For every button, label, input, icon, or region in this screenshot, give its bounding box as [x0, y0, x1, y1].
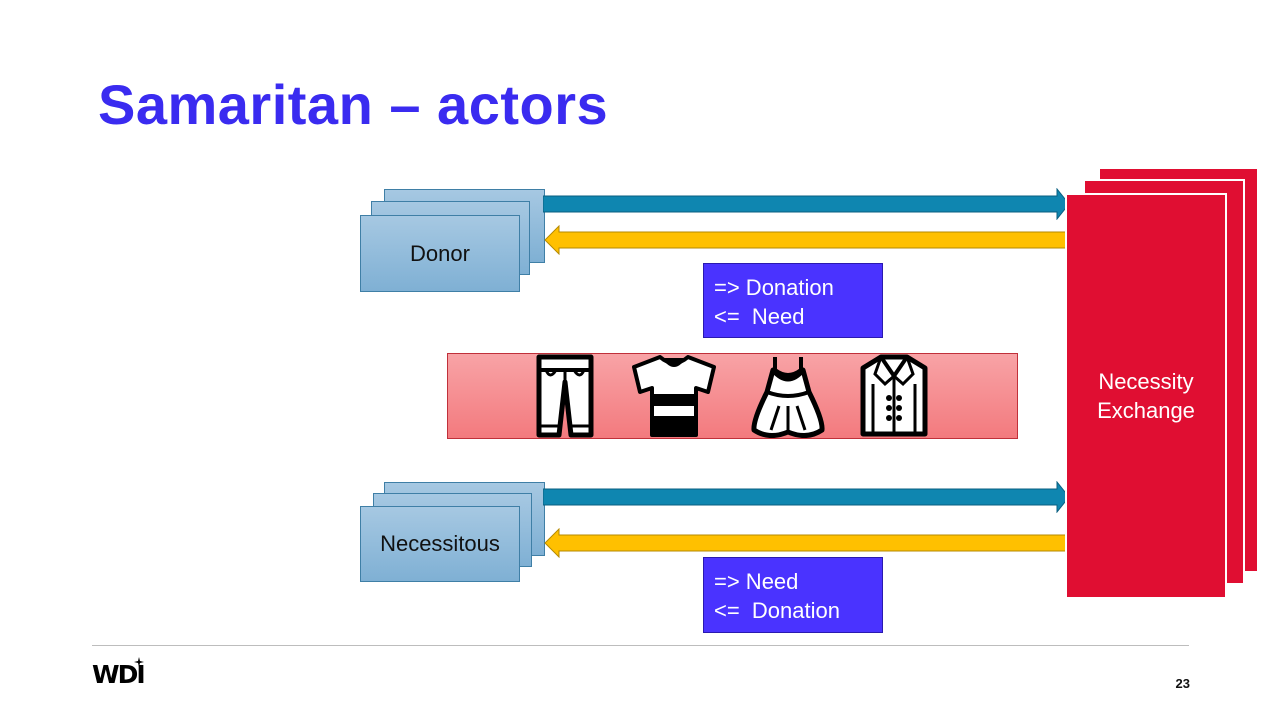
- exchange-card: [1065, 193, 1227, 599]
- donor-message-out: => Donation: [714, 275, 834, 300]
- logo-sparkle-icon: [134, 657, 144, 667]
- donor-message-in: <= Need: [714, 304, 805, 329]
- necessitous-to-exchange-arrow: [543, 481, 1070, 513]
- page-number: 23: [1175, 676, 1190, 691]
- necessitous-card: Necessitous: [360, 506, 520, 582]
- exchange-label-line2: Exchange: [1097, 398, 1195, 423]
- goods-band: [447, 353, 1018, 439]
- exchange-to-donor-arrow: [544, 225, 1067, 255]
- donor-message-box: => Donation <= Need: [703, 263, 883, 338]
- necessitous-message-out: => Need: [714, 569, 799, 594]
- exchange-to-necessitous-arrow: [544, 528, 1067, 558]
- donor-label: Donor: [410, 240, 470, 266]
- exchange-label-line1: Necessity: [1098, 369, 1194, 394]
- jacket-icon: [860, 354, 928, 437]
- necessitous-label: Necessitous: [380, 531, 500, 556]
- tshirt-icon: [632, 355, 716, 437]
- footer-divider: [92, 645, 1189, 646]
- donor-to-exchange-arrow: [543, 188, 1070, 220]
- wdi-logo: WDI: [92, 660, 146, 689]
- slide-title: Samaritan – actors: [98, 73, 609, 136]
- exchange-label: Necessity Exchange: [1067, 195, 1225, 597]
- dress-icon: [751, 357, 825, 438]
- trousers-icon: [536, 354, 594, 438]
- necessitous-message-in: <= Donation: [714, 598, 840, 623]
- necessitous-message-box: => Need <= Donation: [703, 557, 883, 633]
- donor-card: Donor: [360, 215, 520, 292]
